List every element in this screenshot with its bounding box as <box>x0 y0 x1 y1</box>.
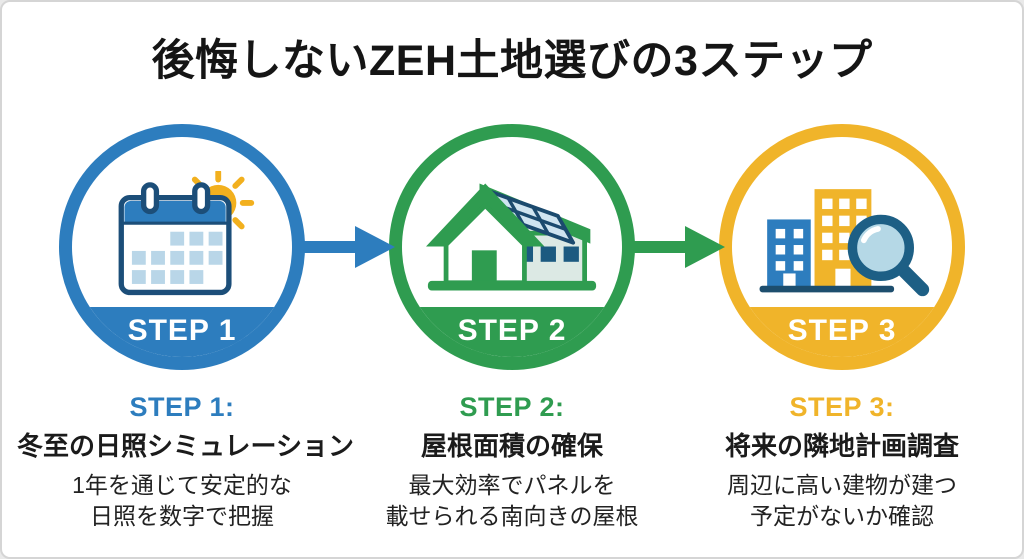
step2-circle: STEP 2 <box>389 124 635 370</box>
step3-band: STEP 3 <box>732 307 952 357</box>
arrow-right-icon <box>295 226 395 268</box>
step1-description: 1年を通じて安定的な 日照を数字で把握 <box>17 470 347 532</box>
calendar-sun-svg <box>118 171 255 296</box>
step3-heading: STEP 3: <box>789 392 895 422</box>
labels-row: STEP 1: 冬至の日照シミュレーション 1年を通じて安定的な 日照を数字で把… <box>2 392 1022 532</box>
steps-row: STEP 1 <box>2 124 1022 370</box>
step2-description: 最大効率でパネルを 載せられる南向きの屋根 <box>347 470 677 532</box>
step3-desc-line2: 予定がないか確認 <box>750 503 934 530</box>
step2-heading: STEP 2: <box>459 392 565 422</box>
step2-subtitle: 屋根面積の確保 <box>420 431 603 461</box>
step2-badge: STEP 2 <box>457 314 567 347</box>
step3-description: 周辺に高い建物が建つ 予定がないか確認 <box>677 470 1007 532</box>
step1-band: STEP 1 <box>72 307 292 357</box>
arrow-right-icon <box>625 226 725 268</box>
door-icon <box>471 250 497 283</box>
step1-subtitle: 冬至の日照シミュレーション <box>17 431 354 461</box>
step3-label-block: STEP 3: 将来の隣地計画調査 周辺に高い建物が建つ 予定がないか確認 <box>677 392 1007 532</box>
buildings-magnifier-svg <box>759 188 930 296</box>
page-title: 後悔しないZEH土地選びの3ステップ <box>151 37 873 85</box>
step3-circle: STEP 3 <box>719 124 965 370</box>
step1-circle: STEP 1 <box>59 124 305 370</box>
step1-label-block: STEP 1: 冬至の日照シミュレーション 1年を通じて安定的な 日照を数字で把… <box>17 392 354 532</box>
step1-desc-line2: 日照を数字で把握 <box>90 503 274 530</box>
magnifier-icon <box>847 214 930 296</box>
step1-heading: STEP 1: <box>129 392 235 422</box>
solar-house-icon <box>402 155 622 317</box>
step3-desc-line1: 周辺に高い建物が建つ <box>727 472 957 498</box>
step2-desc-line2: 載せられる南向きの屋根 <box>385 503 639 530</box>
step1-desc-line1: 1年を通じて安定的な <box>72 472 292 498</box>
step2-label-block: STEP 2: 屋根面積の確保 最大効率でパネルを 載せられる南向きの屋根 <box>347 392 677 532</box>
calendar-sun-icon <box>72 155 292 317</box>
blue-building-icon <box>767 218 811 288</box>
solar-house-svg <box>426 183 597 291</box>
calendar-icon <box>118 182 232 296</box>
step2-band: STEP 2 <box>402 307 622 357</box>
step1-badge: STEP 1 <box>127 314 237 347</box>
step3-badge: STEP 3 <box>787 314 897 347</box>
house-icon <box>426 183 597 291</box>
step3-subtitle: 将来の隣地計画調査 <box>724 431 959 461</box>
buildings-magnifier-icon <box>732 155 952 317</box>
step2-desc-line1: 最大効率でパネルを <box>408 472 616 498</box>
